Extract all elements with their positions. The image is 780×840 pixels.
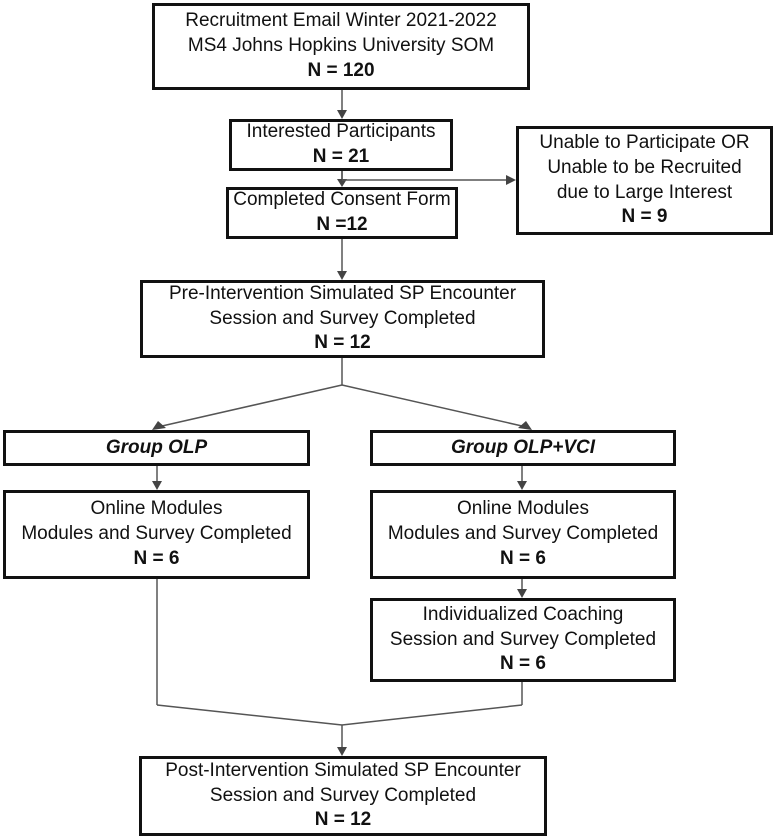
- node-coaching-line-1: Individualized Coaching: [422, 603, 624, 625]
- node-modules-olp-line-1: Online Modules: [90, 498, 223, 520]
- node-recruitment: Recruitment Email Winter 2021-2022 MS4 J…: [152, 3, 530, 90]
- arrowhead: [152, 421, 166, 430]
- node-modules-vci: Online Modules Modules and Survey Comple…: [370, 490, 676, 579]
- node-coaching-count: N = 6: [500, 653, 546, 675]
- edge-split-olp: [161, 384, 343, 427]
- edge-split-vci: [341, 384, 523, 427]
- arrowhead: [518, 421, 532, 430]
- node-unable-count: N = 9: [621, 206, 668, 228]
- node-consent-line-1: Completed Consent Form: [233, 189, 451, 211]
- node-coaching-line-2: Session and Survey Completed: [389, 628, 657, 650]
- node-modules-vci-count: N = 6: [500, 547, 546, 569]
- node-consent: Completed Consent Form N =12: [226, 187, 458, 239]
- node-unable-line-1: Unable to Participate OR: [539, 132, 750, 154]
- node-interested-line-1: Interested Participants: [246, 121, 436, 143]
- node-modules-olp-count: N = 6: [133, 547, 180, 569]
- edge-merge-left: [156, 704, 343, 726]
- arrowhead: [152, 481, 162, 490]
- node-modules-vci-line-2: Modules and Survey Completed: [387, 523, 659, 545]
- arrowhead: [517, 481, 527, 490]
- arrowhead: [506, 175, 516, 185]
- node-group-vci-label: Group OLP+VCI: [450, 436, 596, 458]
- node-pre-count: N = 12: [314, 332, 371, 354]
- node-unable: Unable to Participate OR Unable to be Re…: [516, 126, 773, 235]
- node-modules-vci-line-1: Online Modules: [456, 498, 590, 520]
- node-modules-olp: Online Modules Modules and Survey Comple…: [3, 490, 310, 579]
- node-unable-line-3: due to Large Interest: [556, 181, 733, 203]
- node-recruitment-count: N = 120: [307, 59, 375, 81]
- node-consent-count: N =12: [316, 214, 368, 235]
- node-post-line-1: Post-Intervention Simulated SP Encounter: [165, 759, 521, 781]
- node-unable-line-2: Unable to be Recruited: [547, 156, 742, 178]
- arrowhead: [337, 271, 347, 280]
- node-recruitment-line-1: Recruitment Email Winter 2021-2022: [185, 10, 497, 32]
- node-group-olp-label: Group OLP: [105, 436, 208, 458]
- node-pre-intervention: Pre-Intervention Simulated SP Encounter …: [140, 280, 545, 358]
- node-modules-olp-line-2: Modules and Survey Completed: [21, 523, 292, 545]
- node-interested-count: N = 21: [312, 146, 370, 167]
- node-post-line-2: Session and Survey Completed: [209, 784, 477, 806]
- node-post-intervention: Post-Intervention Simulated SP Encounter…: [139, 756, 547, 836]
- node-group-olp: Group OLP: [3, 430, 310, 466]
- node-group-olp-vci: Group OLP+VCI: [370, 430, 676, 466]
- edge-merge-right: [341, 704, 523, 726]
- arrowhead: [337, 179, 347, 187]
- arrowhead: [337, 747, 347, 756]
- arrowhead: [517, 589, 527, 598]
- node-post-count: N = 12: [314, 809, 372, 831]
- node-coaching: Individualized Coaching Session and Surv…: [370, 598, 676, 682]
- node-recruitment-line-2: MS4 Johns Hopkins University SOM: [187, 35, 495, 57]
- arrowhead: [337, 110, 347, 119]
- node-interested: Interested Participants N = 21: [229, 119, 453, 171]
- node-pre-line-1: Pre-Intervention Simulated SP Encounter: [168, 282, 517, 304]
- node-pre-line-2: Session and Survey Completed: [209, 307, 476, 329]
